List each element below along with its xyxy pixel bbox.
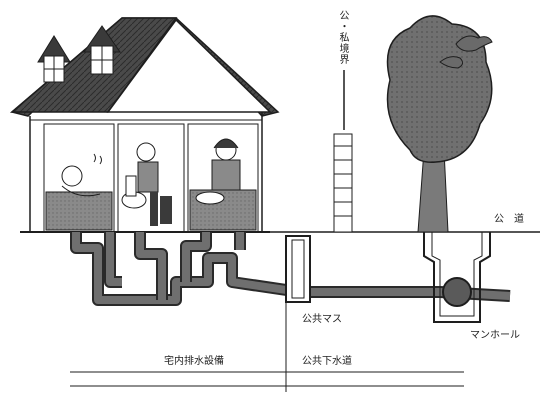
manhole-icon — [423, 232, 491, 323]
public-road-label: 公 道 — [494, 214, 524, 225]
house-drain-pipes — [70, 232, 511, 306]
tree-icon — [386, 15, 493, 233]
boundary-label: 公・私境界 — [337, 10, 348, 65]
person-bathing — [61, 153, 102, 197]
person-washing — [195, 138, 241, 205]
boundary-post — [333, 70, 353, 233]
manhole-label: マンホール — [470, 330, 520, 341]
house-gable — [106, 18, 272, 113]
dormer-left — [37, 35, 71, 83]
person-toilet — [121, 142, 172, 226]
house-drainage-label: 宅内排水設備 — [164, 356, 224, 367]
public-sewer-label: 公共下水道 — [302, 356, 352, 367]
dormer-right — [83, 25, 121, 75]
bird-icon — [439, 35, 493, 69]
house — [9, 17, 280, 233]
public-basin-label: 公共マス — [302, 314, 342, 325]
bathtub — [45, 191, 113, 231]
public-basin-structure — [285, 235, 311, 303]
